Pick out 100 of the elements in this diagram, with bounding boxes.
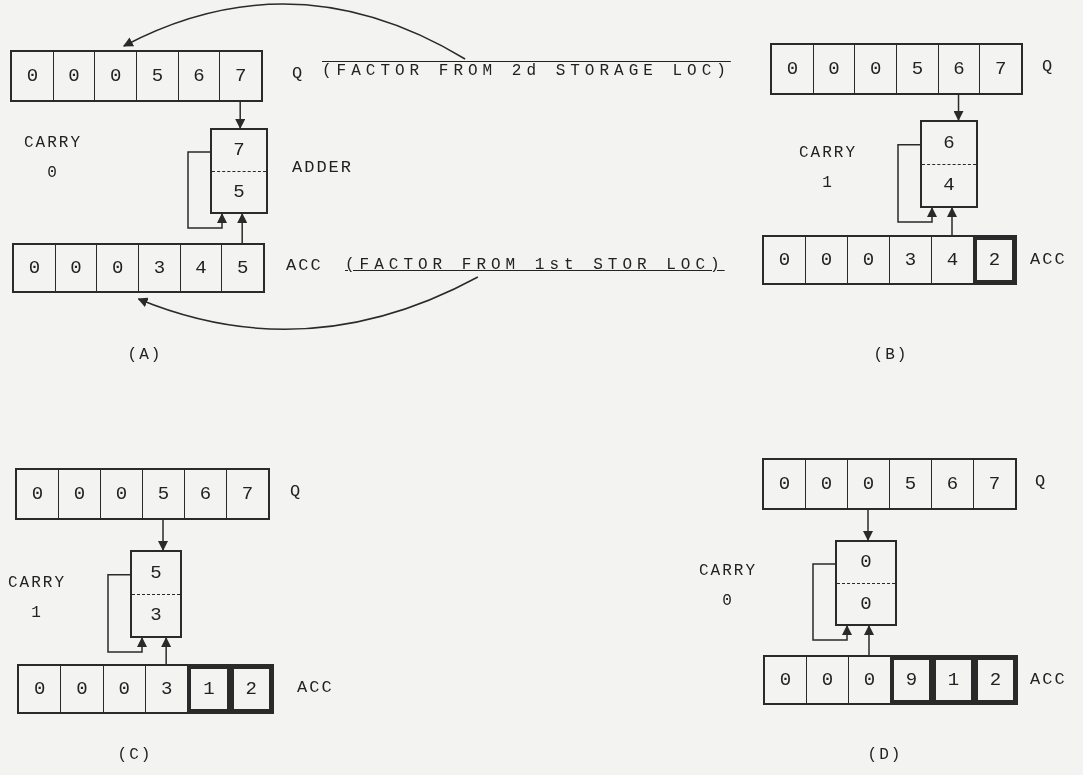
- register-digit: 5: [896, 45, 938, 93]
- unit-label: Q: [290, 482, 303, 501]
- register-digit: 9: [890, 657, 932, 703]
- register-digit: 4: [931, 237, 973, 283]
- register-digit: 0: [58, 470, 100, 518]
- unit-label: Q: [292, 64, 305, 83]
- arrow: [953, 92, 964, 121]
- arrow: [237, 213, 248, 246]
- panel-label: (D): [866, 745, 904, 766]
- adder-digit: 5: [232, 179, 246, 205]
- register-digit: 1: [187, 666, 230, 712]
- panel-label: (C): [116, 745, 154, 766]
- unit-label: ADDER: [292, 158, 353, 177]
- register-digit: 6: [177, 52, 220, 100]
- register-digit: 0: [94, 52, 136, 100]
- panel-label: CARRY 0: [698, 561, 758, 613]
- register-digit: 0: [764, 460, 805, 508]
- register-digit: 1: [932, 657, 974, 703]
- register-digit: 3: [145, 666, 188, 712]
- register-box: [762, 235, 1017, 285]
- register-digit: 0: [54, 245, 97, 291]
- register-box: [15, 468, 270, 520]
- register-digit: 0: [14, 245, 55, 291]
- unit-label: ACC: [1030, 250, 1067, 269]
- register-digit: 0: [806, 657, 848, 703]
- adder-digit: 0: [859, 591, 873, 617]
- arrow: [107, 573, 147, 653]
- register-digit: 0: [12, 52, 53, 100]
- register-digit: 5: [136, 52, 178, 100]
- register-digit: 7: [979, 45, 1022, 93]
- factor-note: (FACTOR FROM 1st STOR LOC): [345, 256, 725, 274]
- arrow: [235, 99, 246, 129]
- register-digit: 2: [974, 657, 1016, 703]
- adder-digit: 0: [837, 542, 895, 584]
- register-digit: 0: [848, 657, 890, 703]
- panel-label: (B): [872, 345, 910, 366]
- arrow: [947, 207, 957, 238]
- register-digit: 2: [973, 237, 1015, 283]
- register-digit: 0: [805, 460, 847, 508]
- register-digit: 0: [102, 666, 145, 712]
- adder-digit: 3: [149, 603, 163, 629]
- register-digit: 4: [179, 245, 222, 291]
- panel-label: CARRY 1: [798, 143, 858, 195]
- register-digit: 0: [96, 245, 138, 291]
- register-box: [10, 50, 263, 102]
- register-box: [17, 664, 274, 714]
- unit-label: ACC: [286, 256, 323, 275]
- panel-label: CARRY 0: [23, 133, 83, 185]
- arrow: [158, 517, 168, 551]
- register-digit: 3: [138, 245, 180, 291]
- register-digit: 6: [937, 45, 980, 93]
- register-digit: 0: [52, 52, 95, 100]
- adder-box: [835, 540, 897, 626]
- register-digit: 0: [100, 470, 142, 518]
- arrow: [863, 507, 873, 541]
- factor-note: (FACTOR FROM 2d STORAGE LOC): [322, 62, 731, 80]
- register-digit: 0: [847, 237, 889, 283]
- adder-digit: 7: [212, 130, 266, 172]
- register-box: [12, 243, 265, 293]
- unit-label: ACC: [1030, 670, 1067, 689]
- panel-label: (A): [126, 345, 164, 366]
- register-box: [770, 43, 1023, 95]
- panel-label: CARRY 1: [7, 573, 67, 625]
- adder-digit: 4: [942, 173, 956, 199]
- register-digit: 6: [931, 460, 973, 508]
- register-digit: 0: [805, 237, 847, 283]
- register-digit: 0: [847, 460, 889, 508]
- arrow: [897, 143, 937, 223]
- register-digit: 5: [889, 460, 931, 508]
- adder-box: [130, 550, 182, 638]
- arrow: [161, 637, 172, 667]
- register-box: [762, 458, 1017, 510]
- register-digit: 7: [226, 470, 268, 518]
- register-digit: 0: [772, 45, 813, 93]
- register-digit: 0: [60, 666, 103, 712]
- adder-digit: 6: [922, 122, 976, 165]
- unit-label: Q: [1042, 57, 1055, 76]
- register-digit: 5: [221, 245, 264, 291]
- register-box: [763, 655, 1018, 705]
- register-digit: 0: [19, 666, 61, 712]
- register-digit: 0: [17, 470, 58, 518]
- register-digit: 7: [219, 52, 262, 100]
- arrow: [137, 276, 479, 330]
- adder-digit: 5: [132, 552, 180, 595]
- unit-label: Q: [1035, 472, 1048, 491]
- arrow: [812, 563, 852, 641]
- register-digit: 3: [889, 237, 931, 283]
- unit-label: ACC: [297, 678, 334, 697]
- arrow: [864, 625, 874, 658]
- adder-box: [210, 128, 268, 214]
- register-digit: 0: [765, 657, 806, 703]
- register-digit: 5: [142, 470, 184, 518]
- register-digit: 0: [764, 237, 805, 283]
- register-digit: 0: [854, 45, 896, 93]
- register-digit: 6: [184, 470, 226, 518]
- arrow: [122, 3, 466, 60]
- arrow: [187, 151, 227, 229]
- adder-box: [920, 120, 978, 208]
- register-digit: 2: [229, 666, 272, 712]
- register-digit: 0: [812, 45, 855, 93]
